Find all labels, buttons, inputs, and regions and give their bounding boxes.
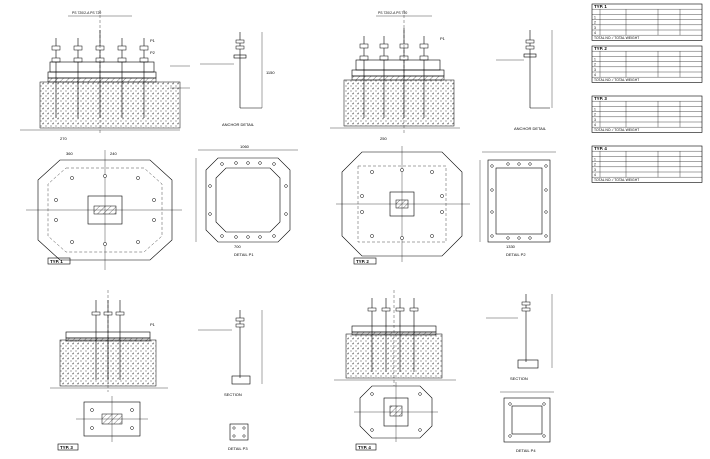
typ2-p1-tag: P1 (440, 36, 446, 41)
typ1-plan: 360 240 TYP. 1 (26, 150, 182, 270)
typ1-plan-dim-b: 240 (110, 151, 117, 156)
material-table-row-number: 3 (594, 118, 596, 122)
typ1-p2-tag: P2 (150, 50, 156, 55)
material-table-row-number: 2 (594, 21, 596, 25)
anchor-detail-1-title: ANCHOR DETAIL (222, 122, 255, 127)
section-detail-2: SECTION (486, 294, 553, 381)
detail-p1: 1060 700 DETAIL P1 (195, 144, 298, 257)
material-table-row-number: 4 (594, 123, 596, 127)
typ3-elevation: P1 (50, 290, 168, 392)
material-table-row-number: 2 (594, 63, 596, 67)
typ3-p1-tag: P1 (150, 322, 156, 327)
detail-p2-holes (490, 162, 548, 240)
anchor-detail-1-dim: 1150 (266, 70, 275, 75)
section-detail-2-title: SECTION (510, 376, 528, 381)
material-table-row-number: 2 (594, 163, 596, 167)
typ2-elevation: PS 720/2-A PS 720 P1 250 (330, 10, 460, 141)
material-table-row-number: 1 (594, 157, 596, 161)
typ3-title: TYP. 3 (60, 445, 73, 450)
typ4-elevation (334, 290, 456, 386)
detail-p1-title: DETAIL P1 (234, 252, 254, 257)
material-table-row-number: 4 (594, 173, 596, 177)
section-detail-1: SECTION (198, 310, 263, 397)
anchor-detail-1: ANCHOR DETAIL 1150 (200, 32, 275, 127)
typ1-elevation: PS 720/2-A PS 720 270 P1 P2 (20, 10, 190, 141)
material-table-row-number: 2 (594, 113, 596, 117)
material-table-row-number: 3 (594, 26, 596, 30)
detail-p1-dim: 1060 (240, 144, 250, 149)
detail-p4-title: DETAIL P4 (516, 448, 536, 453)
typ1-plan-bolts (54, 174, 156, 246)
material-table-row-number: 4 (594, 31, 596, 35)
material-table-footer: TOTAL NO. / TOTAL WEIGHT (594, 128, 639, 132)
section-detail-1-title: SECTION (224, 392, 242, 397)
material-table-row-number: 1 (594, 15, 596, 19)
concrete-pedestal (39, 81, 181, 129)
typ2-top-dimension: PS 720/2-A PS 720 (378, 11, 407, 15)
typ4-title: TYP. 4 (358, 445, 371, 450)
anchor-detail-2-title: ANCHOR DETAIL (514, 126, 547, 131)
typ1-top-dimension: PS 720/2-A PS 720 (72, 11, 101, 15)
detail-p2: 1330 DETAIL P2 (479, 151, 556, 257)
detail-p3: DETAIL P3 (228, 423, 248, 451)
material-table-title: TYP. 4 (594, 146, 607, 151)
detail-p1-dim-b: 700 (234, 244, 241, 249)
detail-p2-dim: 1330 (506, 244, 516, 249)
material-table-row-number: 1 (594, 57, 596, 61)
material-table-row-number: 3 (594, 168, 596, 172)
material-table-title: TYP. 2 (594, 46, 607, 51)
typ1-plan-dim: 360 (66, 151, 73, 156)
typ1-p1-tag: P1 (150, 38, 156, 43)
material-table-row-number: 3 (594, 68, 596, 72)
detail-p1-holes (208, 161, 288, 239)
material-table-title: TYP. 1 (594, 4, 607, 9)
material-table-row-number: 1 (594, 107, 596, 111)
typ1-title: TYP. 1 (50, 259, 63, 264)
detail-p4: DETAIL P4 (500, 391, 554, 453)
typ2-plan-bolts (360, 168, 444, 240)
material-table-title: TYP. 3 (594, 96, 607, 101)
typ2-plan: TYP. 2 (336, 146, 470, 265)
detail-p3-title: DETAIL P3 (228, 446, 248, 451)
anchor-detail-2: ANCHOR DETAIL (496, 30, 553, 131)
detail-p2-title: DETAIL P2 (506, 252, 526, 257)
typ1-dim: 270 (60, 136, 67, 141)
material-table-footer: TOTAL NO. / TOTAL WEIGHT (594, 178, 639, 182)
typ2-dim: 250 (380, 136, 387, 141)
typ3-plan: TYP. 3 (57, 396, 148, 451)
typ2-title: TYP. 2 (356, 259, 369, 264)
material-table-row-number: 4 (594, 73, 596, 77)
typ4-plan: TYP. 4 (354, 382, 438, 451)
material-table-footer: TOTAL NO. / TOTAL WEIGHT (594, 78, 639, 82)
material-table-footer: TOTAL NO. / TOTAL WEIGHT (594, 36, 639, 40)
